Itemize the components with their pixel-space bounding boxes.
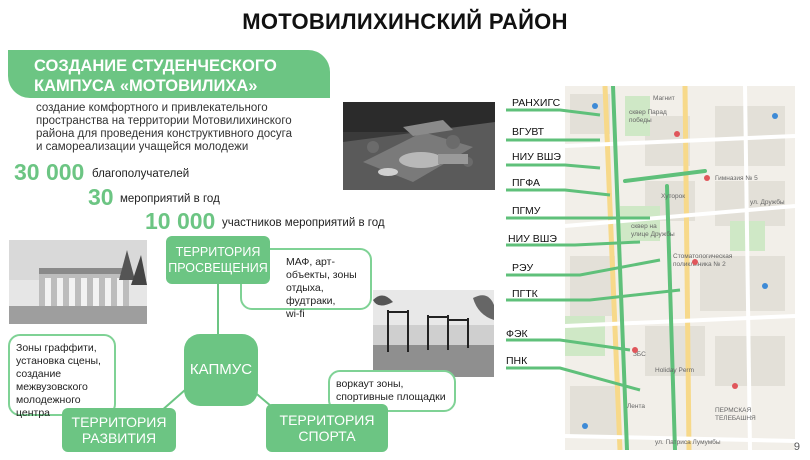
map-place-tvtower-2: ТЕЛЕБАШНЯ <box>715 415 756 422</box>
map-place-square-2: победы <box>629 116 652 124</box>
map-label-pnk: ПНК <box>506 355 528 367</box>
stat-value-events: 30 <box>88 184 114 210</box>
map-label-hse-1: НИУ ВШЭ <box>512 151 561 163</box>
map-place-tvtower: ПЕРМСКАЯ <box>715 407 752 414</box>
project-description: создание комфортного и привлекательного … <box>36 102 292 153</box>
territory-development: ТЕРРИТОРИЯ РАЗВИТИЯ <box>62 408 176 452</box>
banner-background <box>8 50 330 98</box>
map-street-lumumba: ул. Патриса Лумумбы <box>655 438 721 446</box>
map-place-friendship-square: сквер на <box>631 223 657 230</box>
workout-area-photo <box>373 290 494 377</box>
page-number: 9 <box>793 441 800 453</box>
map-label-hse-2: НИУ ВШЭ <box>508 233 557 245</box>
stat-label-events: мероприятий в год <box>120 193 220 205</box>
map-label-vguvt: ВГУВТ <box>512 126 545 138</box>
map-place-dental: Стоматологическая <box>673 253 733 260</box>
building-photo <box>9 240 147 324</box>
map-place-dental-2: поликлиника № 2 <box>673 261 726 268</box>
territory-enlightenment: ТЕРРИТОРИЯ ПРОСВЕЩЕНИЯ <box>166 236 270 284</box>
campus-render-photo <box>343 102 495 190</box>
district-map: Магнит сквер Парад победы Гимназия № 5 Х… <box>565 86 795 450</box>
map-place-lenta: Лента <box>627 403 645 410</box>
development-description: Зоны граффити, установка сцены, создание… <box>8 334 116 419</box>
map-place-friendship-square-2: улице Дружбы <box>631 230 675 238</box>
stat-label-beneficiaries: благополучателей <box>92 168 190 180</box>
map-place-magnit: Магнит <box>653 95 675 102</box>
map-label-reu: РЭУ <box>512 262 534 274</box>
map-label-pgmu: ПГМУ <box>512 205 541 217</box>
stat-label-participants: участников мероприятий в год <box>222 217 385 229</box>
map-place-holiday: Holiday Perm <box>655 367 694 374</box>
map-label-ranepa: РАНХИГС <box>512 97 561 109</box>
banner-title: СОЗДАНИЕ СТУДЕНЧЕСКОГО КАМПУСА «МОТОВИЛИ… <box>34 57 277 95</box>
map-place-zbs: ЗБС <box>633 351 646 358</box>
stat-value-beneficiaries: 30 000 <box>14 159 85 185</box>
stat-value-participants: 10 000 <box>145 208 216 234</box>
territory-sport: ТЕРРИТОРИЯ СПОРТА <box>266 404 388 452</box>
map-label-fek: ФЭК <box>506 328 528 340</box>
map-place-khutorok: Хуторок <box>661 193 685 200</box>
page-title: МОТОВИЛИХИНСКИЙ РАЙОН <box>242 9 568 34</box>
map-label-pgfa: ПГФА <box>512 177 540 189</box>
map-place-gymnasium: Гимназия № 5 <box>715 175 758 182</box>
map-place-square: сквер Парад <box>629 109 667 116</box>
map-label-pgtk: ПГТК <box>512 288 538 300</box>
map-street-druzhby: ул. Дружбы <box>750 198 785 206</box>
campus-center: КАПМУС <box>184 334 258 406</box>
